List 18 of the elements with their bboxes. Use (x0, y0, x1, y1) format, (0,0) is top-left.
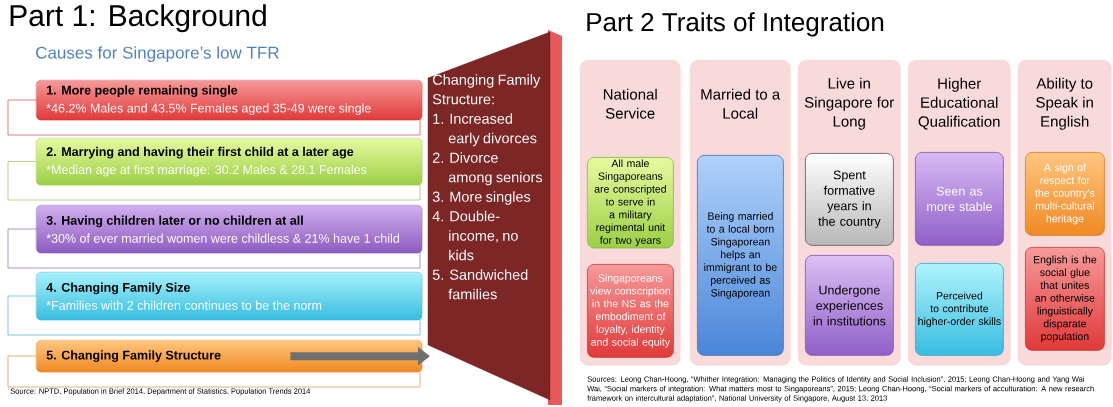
part-title: Part 2 Traits of Integration (587, 12, 884, 37)
cause-box: 1. More people remaining single *46.2% Males and 43.5% Females aged 35-49 were single (7, 80, 423, 136)
trait-card: English is the social glue that unites an otherwise linguistically disparate population (1025, 247, 1105, 351)
trait-card: Seen as more stable (915, 152, 1004, 246)
cause-box: 2. Marrying and having their first child at a later age *Median age at first marriage: 30.2 Males & 28.1 Females (7, 138, 423, 201)
cause-box: 5. Changing Family Structure (7, 340, 423, 388)
cause-box: 3. Having children later or no children at all *30% of ever married women were childless & 21% have 1 child (7, 205, 423, 269)
subtitle: Causes for Singapore’s low TFR (36, 46, 279, 63)
cause-box: 4. Changing Family Size *Families with 2 children continues to be the norm (7, 272, 423, 336)
trait-card: Perceived to contribute higher-order skills (915, 263, 1004, 356)
trait-card: Singaporeans view conscription in the NS as the embodiment of loyalty, identity and social equity (587, 264, 674, 358)
trait-card: Undergone experiences in institutions (805, 255, 894, 356)
trait-card: All male Singaporeans are conscripted to serve in a military regimental unit for two years (587, 157, 674, 249)
trait-card: Being married to a local born Singaporean helps an immigrant to be perceived as Singaporean (697, 155, 784, 356)
slanted-panel: Changing Family Structure: 1. Increased early divorces 2. Divorce among seniors 3. More singles 4. Double-income, no kids 5. Sandwiched families (427, 30, 562, 405)
trait-card: Spent formative years in the country (805, 153, 894, 246)
trait-card: A sign of respect for the country’s multi-cultural heritage (1025, 152, 1105, 236)
part-title: Part 1: Background (10, 4, 266, 33)
